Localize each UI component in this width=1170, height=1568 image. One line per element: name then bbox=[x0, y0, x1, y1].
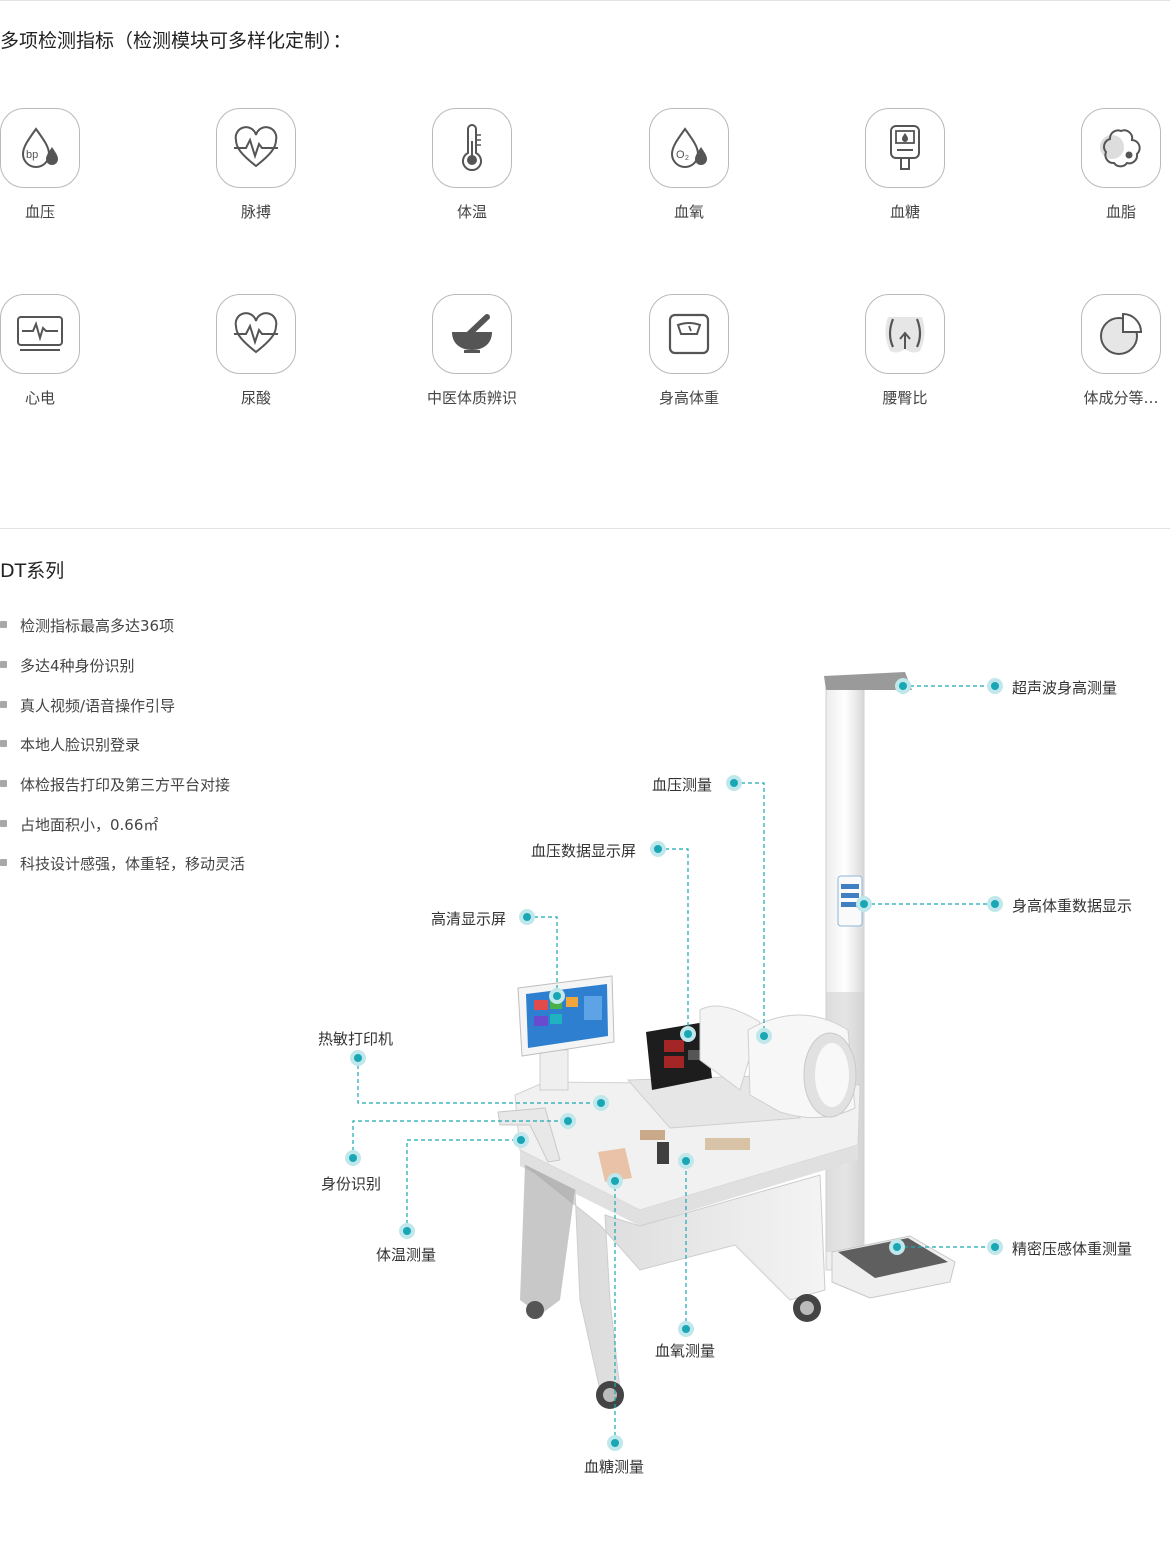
indicator-label: 腰臀比 bbox=[882, 389, 928, 407]
thermometer-icon bbox=[462, 124, 482, 172]
top-divider bbox=[0, 0, 1170, 1]
indicator-ecg: 心电 bbox=[0, 294, 80, 407]
indicator-label: 脉搏 bbox=[240, 203, 272, 221]
callout-marker-dot bbox=[611, 1439, 619, 1447]
callout-marker-dot bbox=[991, 682, 999, 690]
indicator-glucose: 血糖 bbox=[865, 108, 945, 221]
indicator-height-weight: 身高体重 bbox=[649, 294, 729, 407]
callout-marker-dot bbox=[611, 1177, 619, 1185]
callout-marker-dot bbox=[349, 1154, 357, 1162]
indicator-oxygen: O 2 血氧 bbox=[649, 108, 729, 221]
callout-precision-weight: 精密压感体重测量 bbox=[1012, 1240, 1133, 1258]
feature-item: 体检报告打印及第三方平台对接 bbox=[0, 774, 230, 795]
callout-ultrasonic-height: 超声波身高测量 bbox=[1012, 679, 1118, 697]
callout-thermal-printer: 热敏打印机 bbox=[318, 1030, 394, 1048]
indicator-uric-acid: 尿酸 bbox=[216, 294, 296, 407]
blood-lipid-icon bbox=[1100, 129, 1141, 168]
callout-marker-dot bbox=[564, 1117, 572, 1125]
indicator-label: 血压 bbox=[24, 203, 56, 221]
bp-display-unit bbox=[646, 1022, 712, 1090]
bp-cuff-device bbox=[699, 1005, 857, 1119]
indicator-lipid: 血脂 bbox=[1081, 108, 1161, 221]
feature-item: 检测指标最高多达36项 bbox=[0, 615, 174, 636]
indicator-label: 心电 bbox=[24, 389, 56, 407]
feature-item: 真人视频/语音操作引导 bbox=[0, 695, 175, 716]
svg-text:bp: bp bbox=[26, 149, 38, 161]
feature-item: 本地人脸识别登录 bbox=[0, 734, 140, 755]
callout-id-recognition: 身份识别 bbox=[321, 1175, 382, 1193]
indicator-label: 血氧 bbox=[673, 203, 705, 221]
mortar-pestle-icon bbox=[452, 314, 492, 353]
indicator-label: 血脂 bbox=[1105, 203, 1137, 221]
blood-pressure-drop-icon: bp bbox=[21, 127, 58, 168]
hd-display-screen bbox=[517, 975, 615, 1091]
indicator-label: 中医体质辨识 bbox=[426, 389, 518, 407]
callout-marker-dot bbox=[517, 1136, 525, 1144]
callout-marker-dot bbox=[597, 1099, 605, 1107]
callout-marker-dot bbox=[354, 1054, 362, 1062]
callout-marker-dot bbox=[553, 992, 561, 1000]
indicator-blood-pressure: bp 血压 bbox=[0, 108, 80, 221]
glucose-meter-icon bbox=[890, 125, 920, 170]
callout-hd-screen: 高清显示屏 bbox=[431, 910, 507, 928]
indicator-body-composition: 体成分等… bbox=[1081, 294, 1161, 407]
callout-marker-dot bbox=[730, 779, 738, 787]
callout-marker-dot bbox=[654, 845, 662, 853]
indicator-waist-hip: 腰臀比 bbox=[865, 294, 945, 407]
pulse-heart-icon bbox=[234, 126, 278, 168]
height-scale-device bbox=[824, 672, 956, 1299]
feature-item: 多达4种身份识别 bbox=[0, 655, 135, 676]
series-title: DT系列 bbox=[0, 560, 65, 582]
callout-glucose: 血糖测量 bbox=[584, 1458, 645, 1476]
callout-temperature: 体温测量 bbox=[376, 1246, 437, 1264]
callout-marker-dot bbox=[760, 1032, 768, 1040]
pie-chart-icon bbox=[1100, 312, 1143, 355]
callout-marker-dot bbox=[403, 1227, 411, 1235]
indicator-label: 体成分等… bbox=[1083, 389, 1159, 407]
callout-marker-dot bbox=[991, 1243, 999, 1251]
indicator-label: 血糖 bbox=[889, 203, 921, 221]
health-kiosk-cart bbox=[497, 1075, 861, 1409]
waist-hip-icon bbox=[885, 317, 925, 353]
callout-height-weight-display: 身高体重数据显示 bbox=[1012, 897, 1133, 915]
indicator-temperature: 体温 bbox=[432, 108, 512, 221]
svg-text:2: 2 bbox=[685, 155, 689, 162]
callout-marker-dot bbox=[991, 900, 999, 908]
callout-spo2: 血氧测量 bbox=[655, 1342, 716, 1360]
scale-icon bbox=[668, 313, 710, 355]
callout-bp-display: 血压数据显示屏 bbox=[531, 842, 637, 860]
callout-leaders bbox=[352, 685, 995, 1443]
uric-acid-heart-icon bbox=[234, 312, 278, 354]
indicator-label: 体温 bbox=[456, 203, 488, 221]
callout-blood-pressure: 血压测量 bbox=[652, 776, 713, 794]
feature-item: 科技设计感强，体重轻，移动灵活 bbox=[0, 853, 245, 874]
callout-marker-dot bbox=[684, 1030, 692, 1038]
callout-marker-dot bbox=[682, 1325, 690, 1333]
indicator-label: 身高体重 bbox=[658, 389, 720, 407]
callout-marker-dot bbox=[899, 682, 907, 690]
indicator-pulse: 脉搏 bbox=[216, 108, 296, 221]
callout-markers bbox=[345, 678, 1003, 1451]
callout-marker-dot bbox=[523, 913, 531, 921]
svg-text:O: O bbox=[676, 149, 685, 161]
indicator-label: 尿酸 bbox=[240, 389, 272, 407]
callout-marker-dot bbox=[682, 1157, 690, 1165]
indicators-title: 多项检测指标（检测模块可多样化定制）： bbox=[0, 30, 352, 52]
oxygen-drop-icon: O 2 bbox=[670, 127, 707, 168]
ecg-monitor-icon bbox=[17, 316, 63, 351]
feature-item: 占地面积小，0.66㎡ bbox=[0, 814, 158, 835]
callout-marker-dot bbox=[860, 900, 868, 908]
callout-marker-dot bbox=[893, 1243, 901, 1251]
section-divider bbox=[0, 528, 1170, 529]
indicator-tcm: 中医体质辨识 bbox=[427, 294, 517, 407]
